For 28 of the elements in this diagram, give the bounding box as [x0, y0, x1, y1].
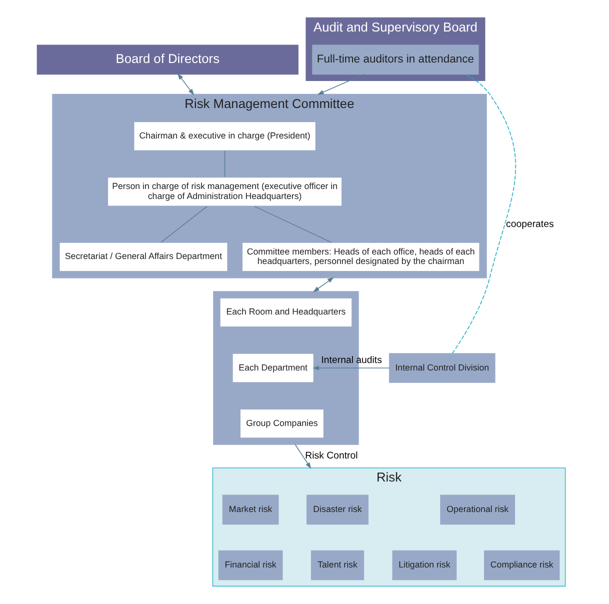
connector	[224, 150, 226, 178]
connector	[452, 74, 516, 354]
connector	[160, 206, 208, 243]
node-box: Talent risk	[310, 550, 364, 580]
arrow	[312, 277, 334, 292]
node-box: Litigation risk	[392, 550, 457, 580]
edge-label: Internal audits	[321, 354, 382, 366]
arrow	[177, 73, 194, 96]
node-box: Market risk	[222, 494, 279, 525]
node-box: Compliance risk	[484, 550, 560, 580]
node-box: Committee members: Heads of each office, heads of each headquarters, personnel designated by the chairman	[242, 242, 480, 272]
arrow	[312, 366, 390, 370]
node-box: Each Department	[232, 353, 314, 383]
node-box: Full-time auditors in attendance	[312, 44, 479, 75]
node-box: Operational risk	[440, 494, 516, 525]
node-box: Chairman & executive in charge (President)	[133, 121, 316, 152]
node-box: Each Room and Headquarters	[220, 298, 352, 328]
node-box: Financial risk	[218, 550, 283, 580]
edge-label: Risk Control	[305, 450, 358, 462]
connector	[254, 206, 332, 243]
node-box: Internal Control Division	[389, 353, 496, 383]
node-box: Person in charge of risk management (executive officer in charge of Administration Headquarters)	[107, 176, 342, 207]
node-box: Disaster risk	[306, 494, 368, 525]
node-box: Group Companies	[240, 408, 324, 438]
node-box: Board of Directors	[36, 44, 298, 75]
arrow	[294, 444, 312, 469]
edge-label: cooperates	[506, 218, 554, 230]
node-box: Secretariat / General Affairs Department	[58, 242, 228, 272]
